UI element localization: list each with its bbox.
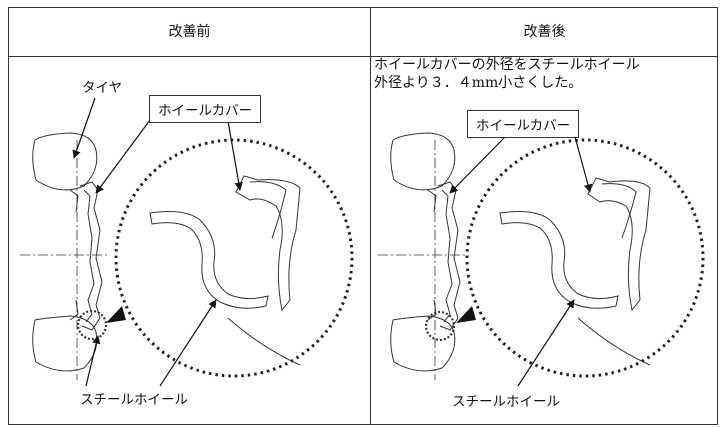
tire-label: タイヤ <box>82 80 123 96</box>
before-magnified-detail <box>149 175 301 366</box>
before-wheel-cover-label: ホイールカバー <box>149 95 262 123</box>
before-steel-wheel-label: スチールホイール <box>80 392 188 408</box>
before-zoom-arrow <box>106 306 126 323</box>
after-wheel-section <box>378 132 468 380</box>
improvement-note-line2: 外径より３．４mm小さくした。 <box>374 75 583 91</box>
after-magnified-circle <box>465 138 705 378</box>
upper-tire-after <box>390 132 456 191</box>
header-before: 改善前 <box>168 24 211 40</box>
lower-tire <box>32 315 98 372</box>
lower-tire-after <box>390 315 456 372</box>
improvement-note: ホイールカバーの外径をスチールホイール 外径より３．４mm小さくした。 <box>374 56 704 92</box>
upper-tire <box>32 132 98 191</box>
after-steel-wheel-label: スチールホイール <box>452 394 560 410</box>
header-divider <box>9 56 717 57</box>
after-zoom-arrow <box>456 306 476 323</box>
before-magnified-circle <box>114 138 354 378</box>
comparison-table: 改善前 改善後 <box>8 7 718 425</box>
header-after: 改善後 <box>523 24 566 40</box>
after-magnified-detail <box>499 177 651 366</box>
after-wheel-cover-label: ホイールカバー <box>467 110 580 138</box>
improvement-note-line1: ホイールカバーの外径をスチールホイール <box>374 57 640 73</box>
column-divider <box>370 8 371 424</box>
